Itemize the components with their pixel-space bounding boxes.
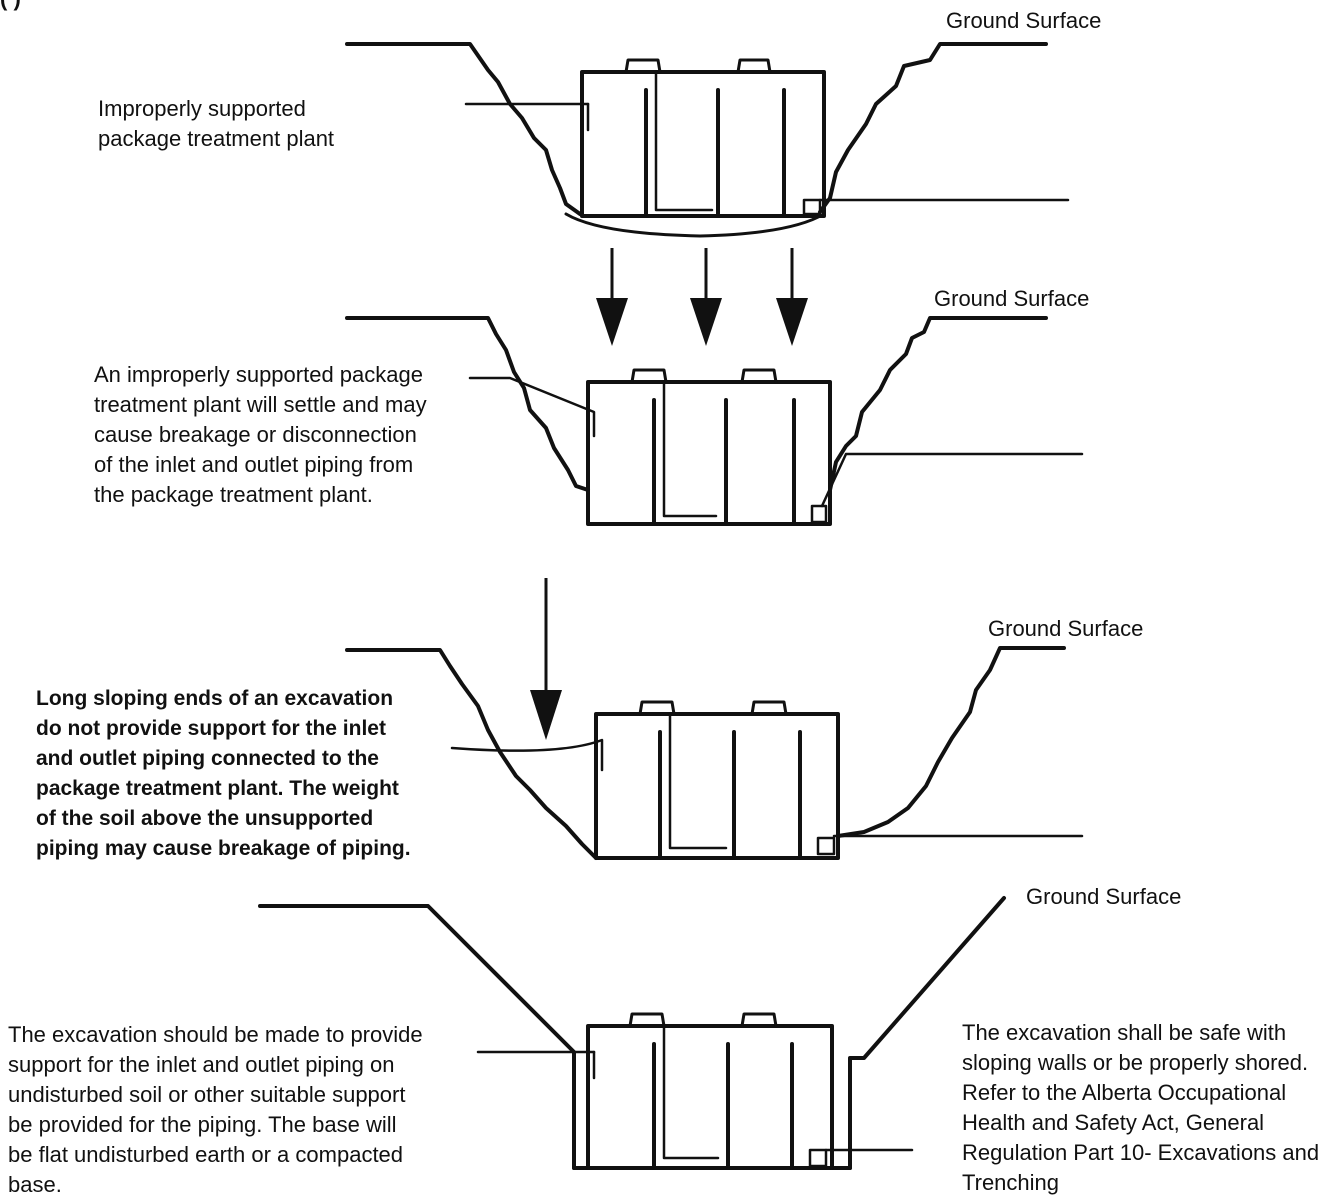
description-line: piping may cause breakage of piping. bbox=[36, 837, 411, 860]
description-line: the package treatment plant. bbox=[94, 482, 373, 507]
panel-4-description: The excavation should be made to provide… bbox=[8, 1020, 423, 1200]
inlet-pipe bbox=[468, 376, 596, 438]
access-riser-left bbox=[638, 700, 676, 716]
arrow-1-head bbox=[596, 298, 628, 346]
access-riser-left bbox=[628, 1012, 666, 1028]
access-riser-left bbox=[630, 368, 668, 384]
description-line: package treatment plant. The weight bbox=[36, 777, 399, 800]
ground-surface-label-1: Ground Surface bbox=[946, 8, 1102, 33]
note-line: Health and Safety Act, General bbox=[962, 1110, 1265, 1135]
description-line: do not provide support for the inlet bbox=[36, 717, 386, 740]
arrow-2-head bbox=[690, 298, 722, 346]
outlet-box bbox=[810, 504, 828, 524]
panel-2-description: An improperly supported package treatmen… bbox=[94, 360, 427, 510]
description-line: be flat undisturbed earth or a compacted bbox=[8, 1142, 404, 1167]
excavation-outline-right bbox=[828, 316, 1048, 492]
access-riser-right bbox=[740, 1012, 778, 1028]
excavation-outline-right bbox=[836, 646, 1066, 838]
description-line: and outlet piping connected to the bbox=[36, 747, 379, 770]
panel-4 bbox=[258, 896, 1006, 1170]
outlet-box bbox=[816, 836, 836, 856]
outlet-box bbox=[808, 1148, 828, 1168]
excavation-outline-left bbox=[345, 648, 598, 860]
access-riser-left bbox=[624, 58, 662, 74]
treatment-tank bbox=[586, 380, 832, 526]
arrow-3-head bbox=[776, 298, 808, 346]
access-riser-right bbox=[750, 700, 788, 716]
excavation-outline-right bbox=[818, 42, 1048, 214]
ground-surface-label-2: Ground Surface bbox=[934, 286, 1090, 311]
figure-mark: ( ) bbox=[0, 0, 21, 12]
description-line: package treatment plant bbox=[98, 126, 335, 151]
note-line: sloping walls or be properly shored. bbox=[962, 1050, 1309, 1075]
transfer-pipe bbox=[662, 380, 718, 518]
arrow-head bbox=[530, 690, 562, 740]
description-line: undisturbed soil or other suitable suppo… bbox=[8, 1082, 406, 1107]
outlet-pipe bbox=[820, 452, 1084, 508]
panel-3 bbox=[345, 646, 1084, 860]
note-line: Trenching bbox=[962, 1170, 1060, 1195]
settlement-arrow-single bbox=[530, 578, 562, 740]
description-line: treatment plant will settle and may bbox=[94, 392, 427, 417]
settled-base bbox=[564, 212, 826, 238]
description-line: The excavation should be made to provide bbox=[8, 1022, 423, 1047]
description-line: of the inlet and outlet piping from bbox=[94, 452, 414, 477]
ground-surface-label-3: Ground Surface bbox=[988, 616, 1144, 641]
description-line: Long sloping ends of an excavation bbox=[36, 687, 394, 710]
description-line: cause breakage or disconnection bbox=[94, 422, 417, 447]
panel-4-safety-note: The excavation shall be safe with slopin… bbox=[962, 1018, 1319, 1198]
description-line: An improperly supported package bbox=[94, 362, 423, 387]
treatment-tank bbox=[580, 70, 826, 218]
panel-1-description: Improperly supported package treatment p… bbox=[98, 94, 334, 154]
access-riser-right bbox=[736, 58, 772, 74]
treatment-tank bbox=[594, 712, 840, 860]
transfer-pipe bbox=[668, 712, 728, 850]
excavation-outline-left bbox=[258, 904, 576, 1170]
access-riser-right bbox=[740, 368, 778, 384]
note-line: Regulation Part 10- Excavations and bbox=[962, 1140, 1320, 1165]
note-line: Refer to the Alberta Occupational bbox=[962, 1080, 1287, 1105]
panel-2 bbox=[345, 316, 1084, 526]
inlet-pipe bbox=[450, 738, 604, 772]
treatment-tank bbox=[586, 1024, 834, 1170]
description-line: base. bbox=[8, 1172, 62, 1197]
description-line: be provided for the piping. The base wil… bbox=[8, 1112, 397, 1137]
settlement-arrows bbox=[596, 248, 808, 346]
ground-surface-label-4: Ground Surface bbox=[1026, 884, 1182, 909]
transfer-pipe bbox=[654, 70, 714, 212]
note-line: The excavation shall be safe with bbox=[962, 1020, 1287, 1045]
panel-3-description: Long sloping ends of an excavation do no… bbox=[36, 684, 411, 864]
panel-1 bbox=[345, 42, 1070, 238]
outlet-box bbox=[802, 198, 822, 216]
description-line: support for the inlet and outlet piping … bbox=[8, 1052, 395, 1077]
excavation-outline-right bbox=[848, 896, 1006, 1170]
description-line: Improperly supported bbox=[98, 96, 306, 121]
excavation-outline-left bbox=[345, 42, 582, 216]
description-line: of the soil above the unsupported bbox=[36, 807, 374, 830]
excavation-outline-left bbox=[345, 316, 590, 492]
transfer-pipe bbox=[662, 1024, 720, 1160]
